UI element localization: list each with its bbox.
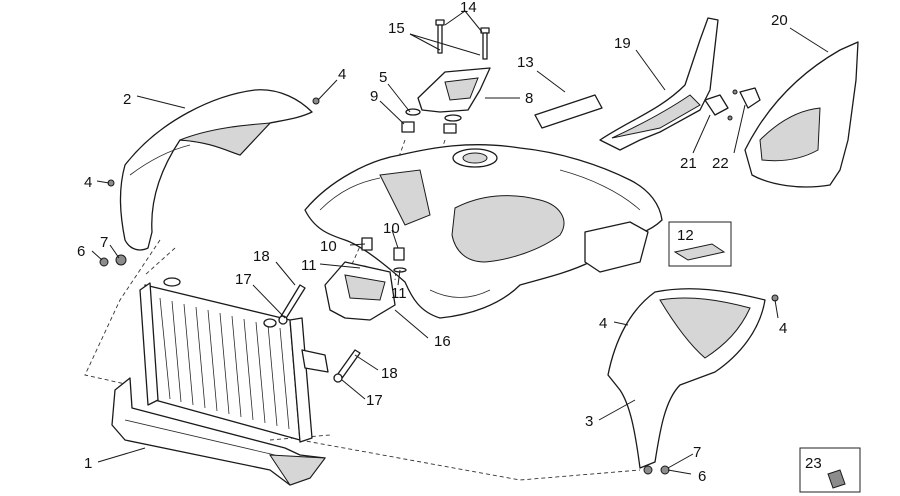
callout-labels: 1 2 3 4 4 4 4 5 6 6 7 7 8 9 10 10 11 11 … — [77, 0, 822, 485]
callout-7-right: 7 — [693, 444, 701, 461]
bolt-17-upper — [278, 284, 306, 325]
side-panel-small — [599, 17, 719, 151]
mounting-bracket — [324, 261, 396, 321]
callout-17-lower: 17 — [366, 392, 383, 409]
radiator — [139, 277, 329, 443]
radiator-fins — [159, 297, 290, 430]
callout-18-lower: 18 — [381, 365, 398, 382]
callout-11-right: 11 — [391, 285, 407, 302]
callout-12: 12 — [677, 227, 694, 244]
left-upper-fairing — [119, 89, 313, 251]
callout-3: 3 — [585, 413, 593, 430]
callout-4-right-a: 4 — [599, 315, 607, 332]
callout-10-right: 10 — [383, 220, 400, 237]
tank-bracket — [417, 67, 491, 113]
right-upper-cover — [744, 41, 859, 188]
callout-8: 8 — [525, 90, 533, 107]
part-12-box — [668, 221, 732, 267]
bolt-17-lower — [333, 349, 361, 383]
callout-18-upper: 18 — [253, 248, 270, 265]
lower-radiator-cover — [111, 377, 326, 486]
callout-4-left: 4 — [84, 174, 92, 191]
callout-20: 20 — [771, 12, 788, 29]
callout-5: 5 — [379, 69, 387, 86]
callout-17-upper: 17 — [235, 271, 252, 288]
callout-4-top: 4 — [338, 66, 346, 83]
callout-6-left: 6 — [77, 243, 85, 260]
callout-16: 16 — [434, 333, 451, 350]
right-lower-fairing — [607, 288, 766, 469]
callout-22: 22 — [712, 155, 729, 172]
callout-10-left: 10 — [320, 238, 337, 255]
trim-strip — [534, 94, 603, 129]
callout-11-left: 11 — [301, 257, 317, 274]
callout-9: 9 — [370, 88, 378, 105]
part-23-box — [799, 447, 861, 493]
screw-14-right — [480, 27, 490, 60]
callout-15: 15 — [388, 20, 405, 37]
callout-6-right: 6 — [698, 468, 706, 485]
callout-23: 23 — [805, 455, 822, 472]
clips — [704, 87, 761, 121]
callout-4-right-b: 4 — [779, 320, 787, 337]
callout-1: 1 — [84, 455, 92, 472]
leader-lines — [91, 10, 829, 475]
callout-2: 2 — [123, 91, 131, 108]
callout-7-left: 7 — [100, 234, 108, 251]
callout-19: 19 — [614, 35, 631, 52]
screw-14-left — [435, 19, 445, 54]
callout-13: 13 — [517, 54, 534, 71]
callout-21: 21 — [680, 155, 697, 172]
fuel-tank — [304, 144, 663, 319]
callout-14: 14 — [460, 0, 477, 16]
